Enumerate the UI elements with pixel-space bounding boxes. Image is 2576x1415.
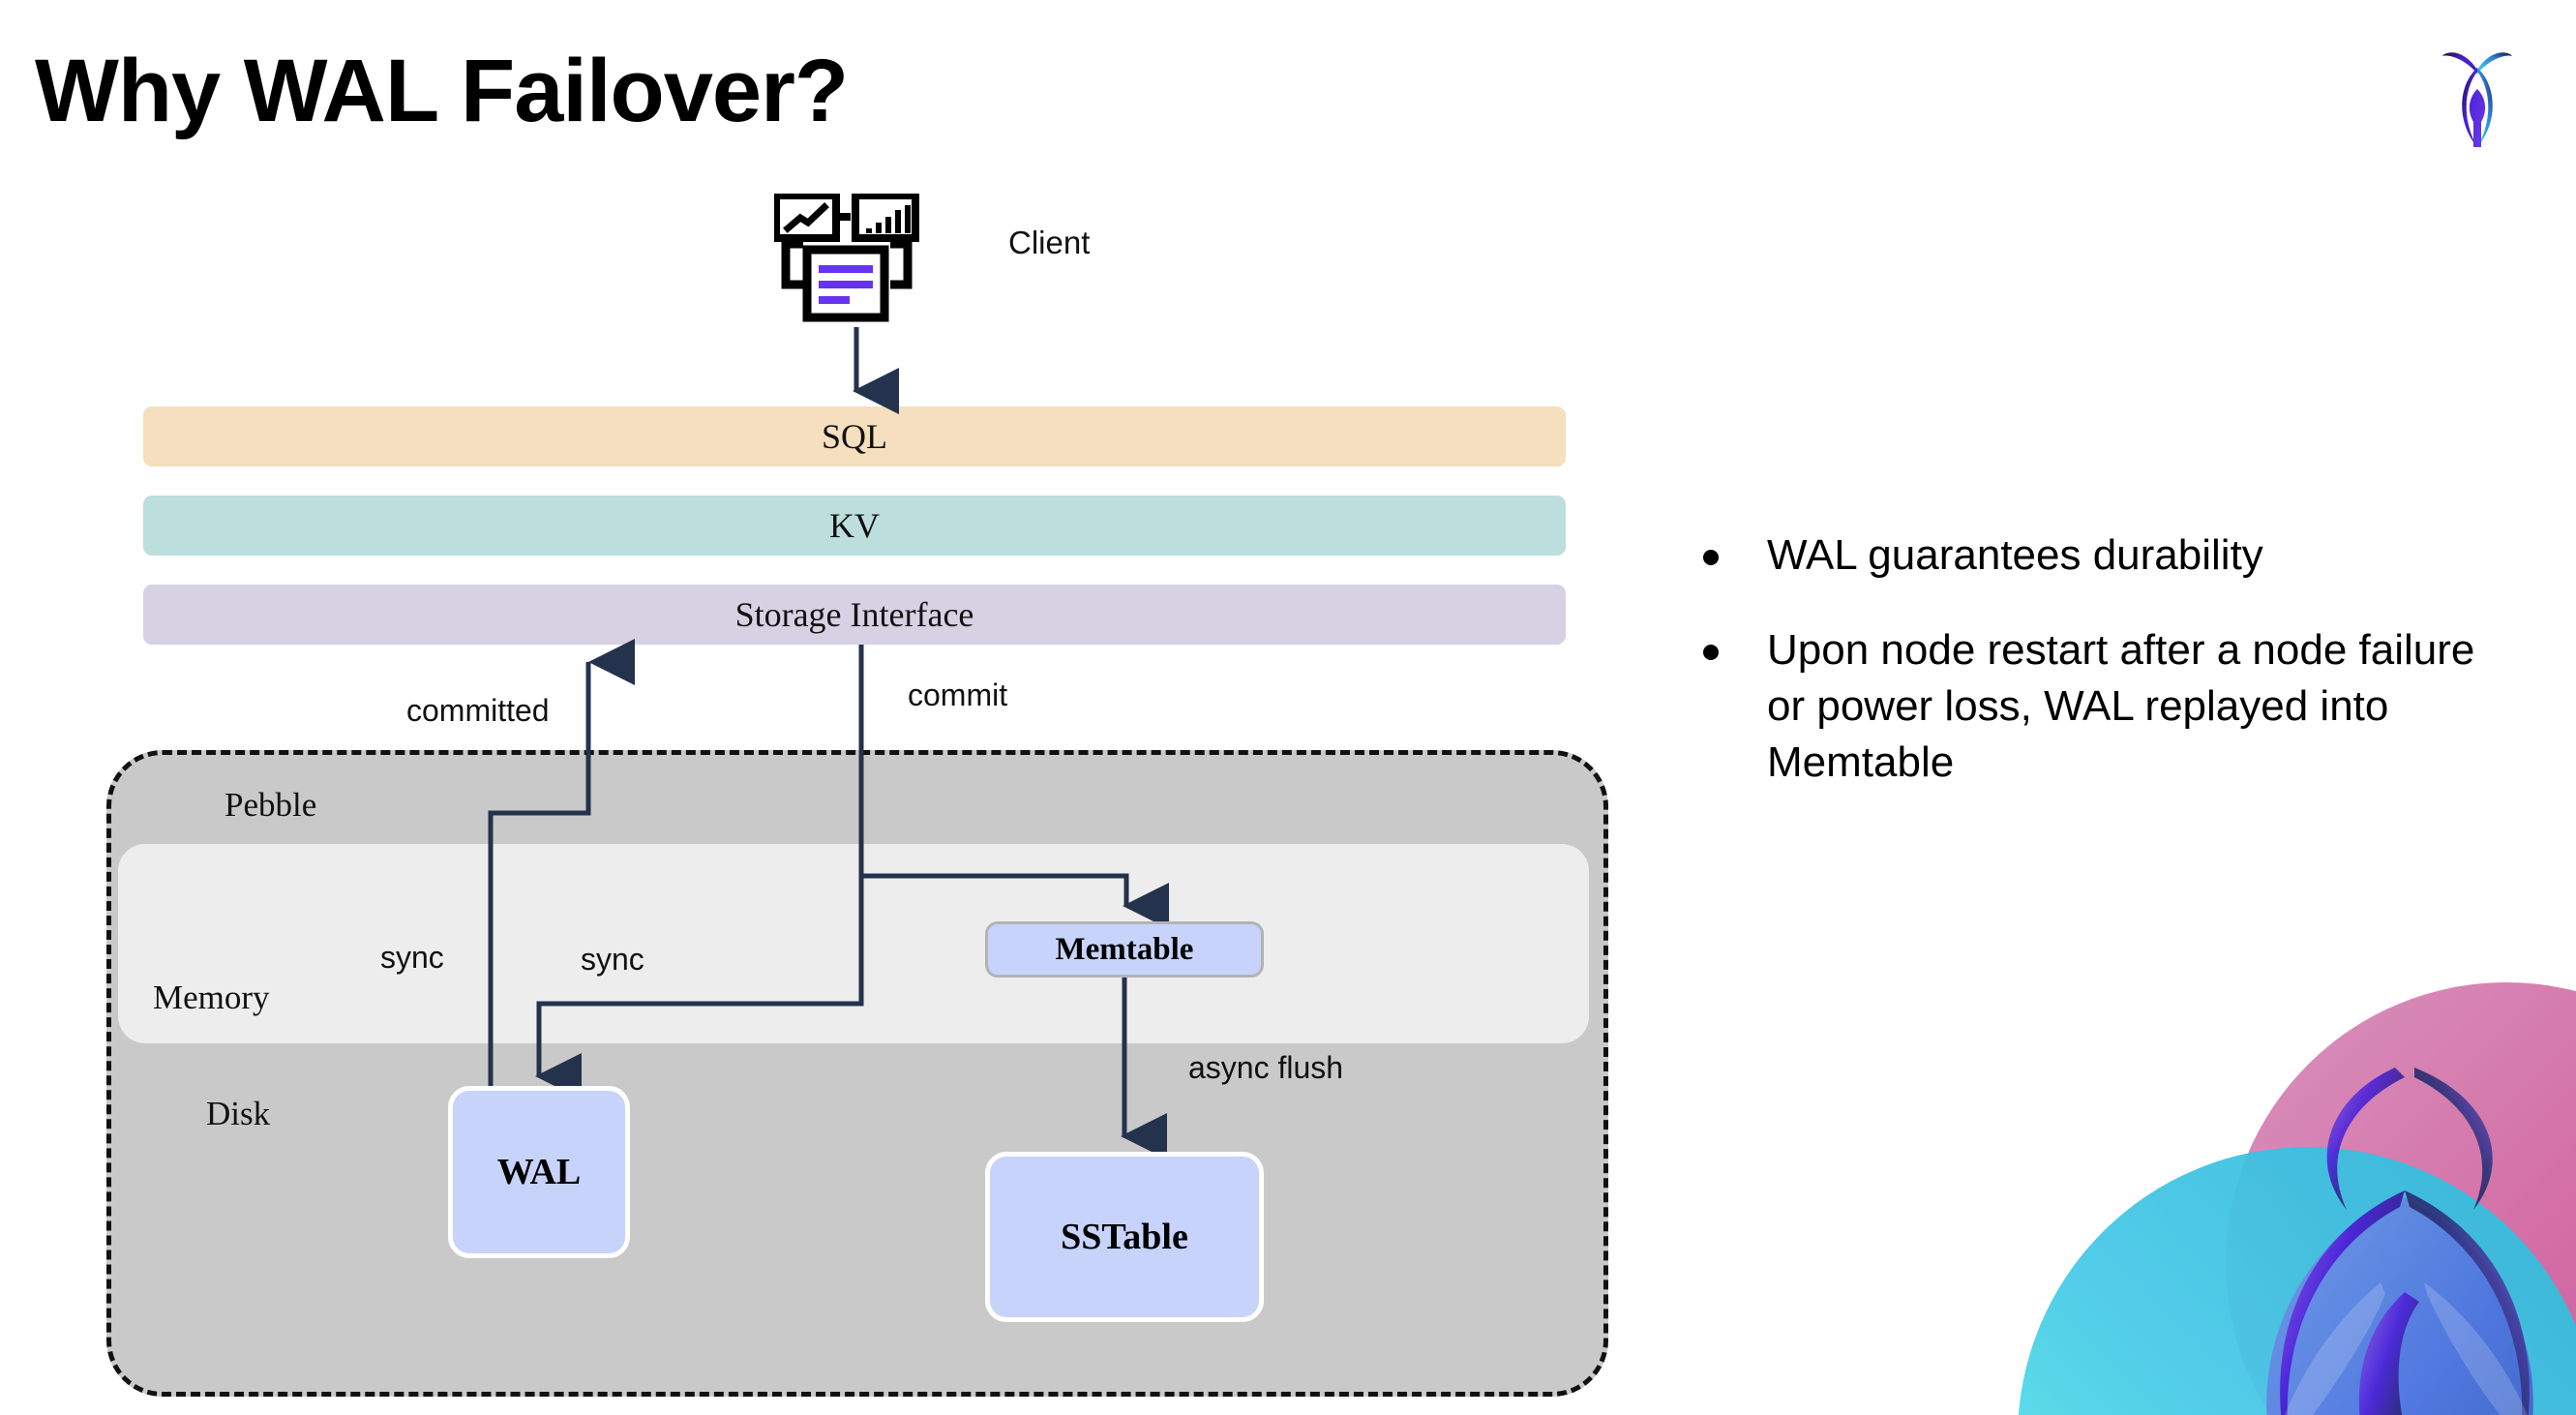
list-item: WAL guarantees durability [1703, 527, 2497, 584]
edge-label-committed: committed [406, 693, 550, 728]
bullet-text: WAL guarantees durability [1767, 531, 2263, 579]
list-item: Upon node restart after a node failure o… [1703, 622, 2497, 791]
layer-bar-kv[interactable]: KV [143, 496, 1566, 556]
edge-label-commit: commit [908, 677, 1008, 712]
cockroach-logo-icon [2419, 39, 2535, 160]
bullet-dot-icon [1703, 645, 1719, 661]
layer-bar-sql[interactable]: SQL [143, 406, 1566, 467]
memory-region [118, 844, 1589, 1043]
edge-label-sync-left: sync [380, 940, 444, 975]
bullet-text: Upon node restart after a node failure o… [1767, 626, 2475, 787]
layer-bar-storage[interactable]: Storage Interface [143, 585, 1566, 645]
node-wal[interactable]: WAL [448, 1086, 630, 1258]
client-label: Client [1008, 225, 1091, 260]
edge-storage-memtable [858, 645, 1169, 929]
client-dashboard-icon [772, 192, 929, 329]
edge-wal-committed [488, 639, 636, 1086]
edge-label-async-flush: async flush [1188, 1050, 1344, 1085]
node-memtable[interactable]: Memtable [985, 921, 1264, 978]
memory-label: Memory [153, 978, 270, 1016]
edge-storage-wal [534, 876, 864, 1099]
pebble-label: Pebble [225, 786, 317, 824]
bullet-dot-icon [1703, 550, 1719, 565]
node-sstable[interactable]: SSTable [985, 1152, 1264, 1322]
page-title: Why WAL Failover? [35, 42, 849, 140]
edge-label-sync-right: sync [581, 942, 644, 977]
disk-label: Disk [206, 1095, 271, 1132]
bullet-list: WAL guarantees durability Upon node rest… [1703, 527, 2497, 829]
